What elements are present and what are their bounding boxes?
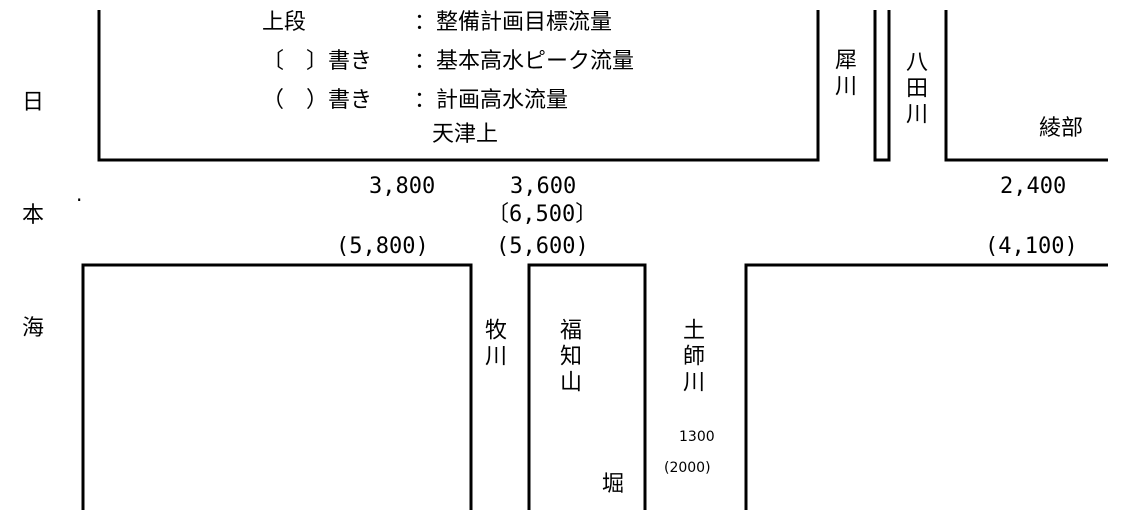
lower-left-bank — [81, 263, 473, 510]
legend-value-2: ：基本高水ピーク流量 — [414, 49, 635, 74]
midstream-target-flow: 3,600 — [510, 174, 577, 199]
haji-plan-flow: (2000) — [664, 460, 711, 476]
legend-key-2: 〔 〕書き — [262, 49, 373, 74]
sai-river-label: 犀川 — [831, 48, 856, 100]
ayabe-label: 綾部 — [1039, 116, 1084, 141]
sea-label-2: 本 — [22, 203, 45, 228]
legend-value-1: ：整備計画目標流量 — [414, 10, 613, 35]
midstream-plan-flow: (5,600) — [496, 234, 589, 259]
haji-target-flow: 1300 — [679, 429, 715, 445]
maki-river-label: 牧川 — [481, 318, 506, 370]
fukuchiyama-label: 福知山 — [556, 318, 581, 396]
downstream-target-flow: 3,800 — [369, 174, 436, 199]
ayabe-target-flow: 2,400 — [1000, 174, 1067, 199]
upstream-main-label: 天津上 — [432, 122, 499, 147]
legend-row-3: （ ）書き ：計画高水流量 — [262, 90, 568, 112]
yata-river-bank — [944, 10, 1108, 162]
upper-left-bank — [97, 10, 820, 162]
hori-label: 堀 — [602, 472, 625, 497]
legend-value-3: ：計画高水流量 — [414, 88, 569, 113]
sai-river-bank — [873, 10, 891, 162]
haji-river-label: 土師川 — [679, 318, 704, 396]
legend-row-1: 上段 ：整備計画目標流量 — [262, 12, 612, 34]
legend-row-2: 〔 〕書き ：基本高水ピーク流量 — [262, 51, 634, 73]
ayabe-plan-flow: (4,100) — [985, 234, 1078, 259]
sea-label-1: 日 — [22, 90, 45, 115]
lower-right-bank — [744, 263, 1108, 510]
downstream-plan-flow: (5,800) — [336, 234, 429, 259]
midstream-basic-flow: 〔6,500〕 — [487, 202, 598, 227]
dot-mark: . — [76, 182, 83, 206]
fukuchiyama-bank — [527, 263, 647, 510]
legend-key-1: 上段 — [262, 10, 307, 35]
yata-river-label: 八田川 — [902, 50, 927, 128]
sea-label-3: 海 — [22, 316, 45, 341]
legend-key-3: （ ）書き — [262, 88, 373, 113]
